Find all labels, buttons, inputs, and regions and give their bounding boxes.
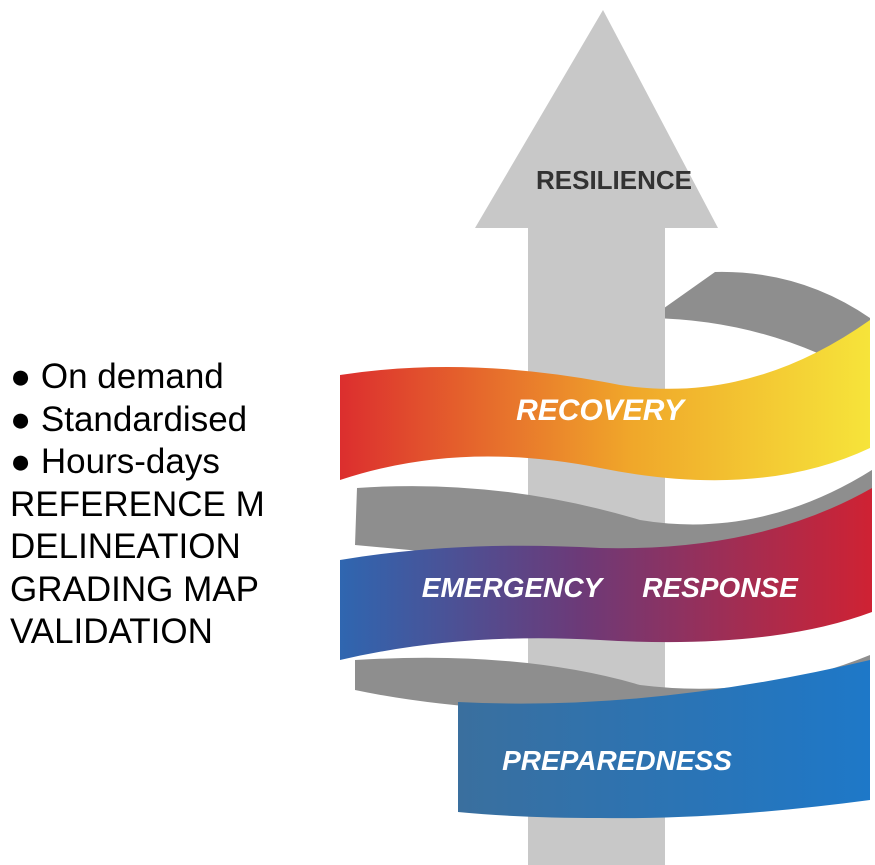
- caps-line-grading: GRADING MAP: [10, 569, 259, 609]
- caps-line-validation: VALIDATION: [10, 612, 213, 651]
- band-inner-top: [650, 271, 870, 380]
- bullet-marker: ●: [10, 357, 32, 396]
- preparedness-band: [458, 660, 870, 819]
- text-block: ● On demand ● Standardised ● Hours-days …: [10, 356, 340, 654]
- emergency-label: EMERGENCY: [422, 572, 605, 603]
- bullet-item-on-demand: ● On demand: [10, 356, 340, 399]
- bullet-text: Hours-days: [40, 442, 220, 481]
- recovery-band: [340, 320, 870, 481]
- bullet-marker: ●: [10, 442, 32, 481]
- bullet-text: Standardised: [40, 399, 248, 439]
- recovery-label: RECOVERY: [516, 394, 687, 427]
- emergency-response-band: [340, 488, 872, 660]
- bullet-text: On demand: [40, 357, 224, 396]
- bullet-item-standardised: ● Standardised: [10, 399, 340, 442]
- bullet-marker: ●: [10, 399, 32, 439]
- response-label: RESPONSE: [642, 572, 799, 603]
- caps-line-delineation: DELINEATION: [10, 527, 241, 566]
- caps-line-reference: REFERENCE M: [10, 484, 265, 524]
- resilience-label: RESILIENCE: [536, 165, 692, 195]
- preparedness-label: PREPAREDNESS: [502, 745, 732, 776]
- bullet-item-hours-days: ● Hours-days: [10, 441, 340, 484]
